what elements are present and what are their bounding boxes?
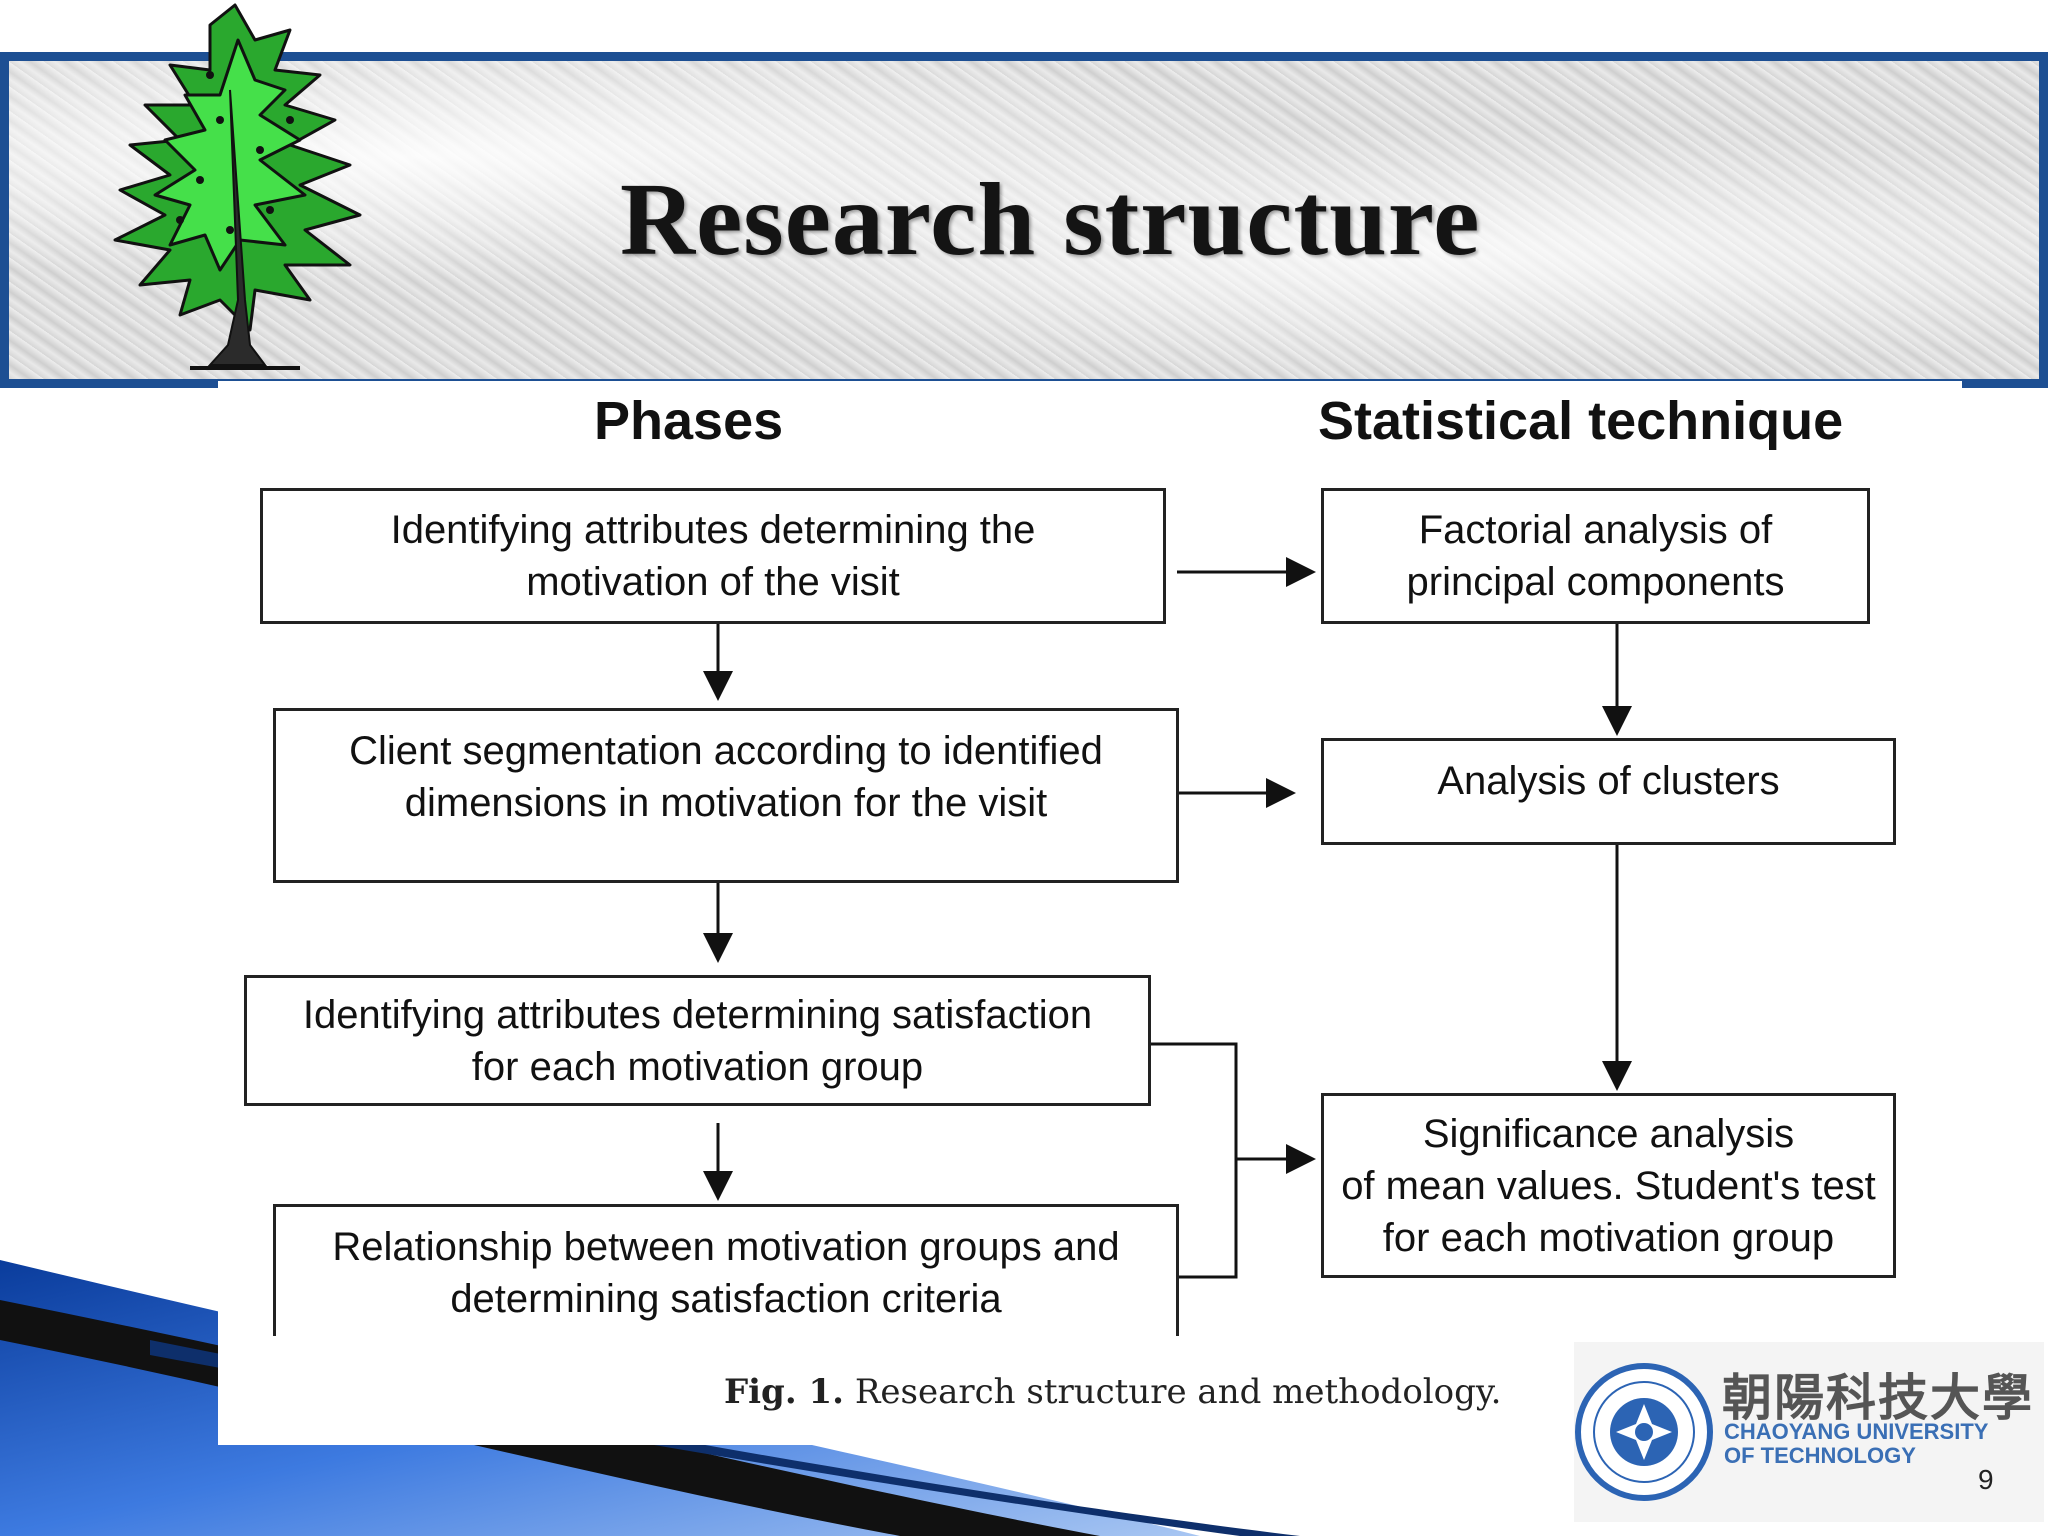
technique-1-line2: principal components — [1406, 560, 1785, 604]
phase-3-line2: for each motivation group — [471, 1044, 924, 1089]
university-name-english-line1: CHAOYANG UNIVERSITY — [1724, 1419, 1989, 1444]
university-name-english-line2: OF TECHNOLOGY — [1724, 1443, 1916, 1468]
technique-3-line3: for each motivation group — [1382, 1215, 1835, 1260]
caption-text: Research structure and methodology. — [854, 1372, 1502, 1412]
technique-box-1: Factorial analysis of principal componen… — [1321, 488, 1870, 624]
phase-1-line2: motivation of the visit — [526, 560, 900, 604]
phase-4-line2: determining satisfaction criteria — [450, 1277, 1002, 1321]
tree-icon — [113, 3, 362, 370]
technique-2-line1: Analysis of clusters — [1437, 759, 1780, 803]
technique-3-line1: Significance analysis — [1422, 1111, 1795, 1156]
technique-box-3: Significance analysis of mean values. St… — [1321, 1093, 1896, 1278]
slide-title: Research structure — [620, 162, 1481, 277]
phase-4-line1: Relationship between motivation groups a… — [332, 1225, 1120, 1269]
phase-3-line1: Identifying attributes determining satis… — [302, 992, 1093, 1037]
figure-caption: Fig. 1. Research structure and methodolo… — [724, 1372, 1501, 1412]
university-seal-icon — [1574, 1342, 2044, 1522]
phases-header: Phases — [594, 391, 784, 451]
page-number: 9 — [1978, 1464, 1994, 1495]
phase-box-3: Identifying attributes determining satis… — [244, 975, 1151, 1106]
phase-box-4: Relationship between motivation groups a… — [273, 1204, 1179, 1336]
phase-2-line2: dimensions in motivation for the visit — [404, 781, 1048, 825]
header-band — [0, 52, 2048, 388]
phase-box-2: Client segmentation according to identif… — [273, 708, 1179, 883]
phase-1-line1: Identifying attributes determining the — [390, 508, 1036, 552]
caption-fig-label: Fig. 1. — [724, 1372, 844, 1412]
phase-box-1: Identifying attributes determining the m… — [260, 488, 1166, 624]
university-name-chinese: 朝陽科技大學 — [1722, 1369, 2034, 1427]
technique-1-line1: Factorial analysis of — [1418, 508, 1773, 552]
statistical-technique-header: Statistical technique — [1318, 391, 1844, 451]
phase-2-line1: Client segmentation according to identif… — [349, 729, 1103, 773]
technique-box-2: Analysis of clusters — [1321, 738, 1896, 845]
technique-3-line2: of mean values. Student's test — [1341, 1163, 1876, 1208]
